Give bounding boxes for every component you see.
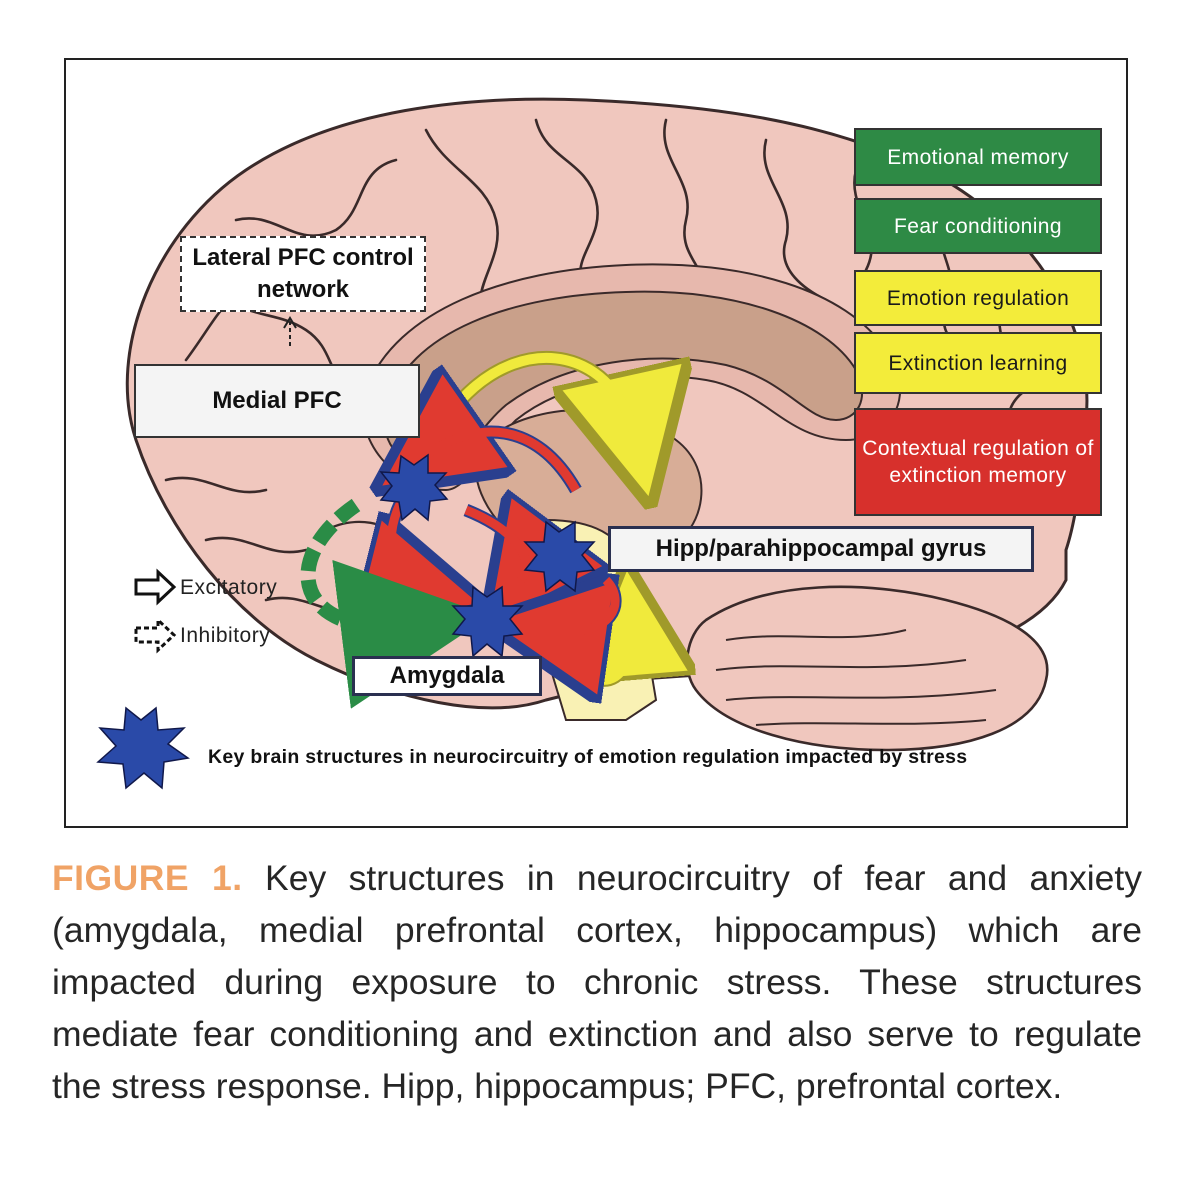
figure-frame: Lateral PFC control network Medial PFC H… <box>64 58 1128 828</box>
legend-key-structures: Key brain structures in neurocircuitry o… <box>208 746 968 768</box>
figure-caption: FIGURE 1. Key structures in neurocircuit… <box>52 852 1142 1112</box>
role-emotional-memory: Emotional memory <box>854 128 1102 186</box>
amygdala-label: Amygdala <box>352 656 542 696</box>
caption-label: FIGURE 1. <box>52 858 243 898</box>
cerebellum-folds <box>715 629 997 726</box>
red-arrow-top-fill <box>423 427 580 493</box>
medial-pfc-label: Medial PFC <box>134 364 420 438</box>
role-emotion-regulation: Emotion regulation <box>854 270 1102 326</box>
hipp-label: Hipp/parahippocampal gyrus <box>608 526 1034 572</box>
excitatory-arrow-icon <box>134 568 177 606</box>
red-arrow-bottom-fill <box>545 576 620 636</box>
role-extinction-learning: Extinction learning <box>854 332 1102 394</box>
star-burst-icon <box>523 520 596 593</box>
cerebellum <box>685 585 1049 752</box>
role-contextual-regulation: Contextual regulation of extinction memo… <box>854 408 1102 516</box>
inhibitory-arrow-icon <box>134 616 177 654</box>
legend-inhibitory: Inhibitory <box>180 624 271 647</box>
caption-text: Key structures in neurocircuitry of fear… <box>52 858 1142 1106</box>
star-burst-icon <box>379 453 449 522</box>
lateral-pfc-connector-head <box>283 316 297 329</box>
star-burst-icon <box>96 706 190 790</box>
green-inhibitory-arrow <box>300 498 491 709</box>
legend-excitatory: Excitatory <box>180 576 278 599</box>
lateral-pfc-label: Lateral PFC control network <box>180 236 426 312</box>
role-fear-conditioning: Fear conditioning <box>854 198 1102 254</box>
